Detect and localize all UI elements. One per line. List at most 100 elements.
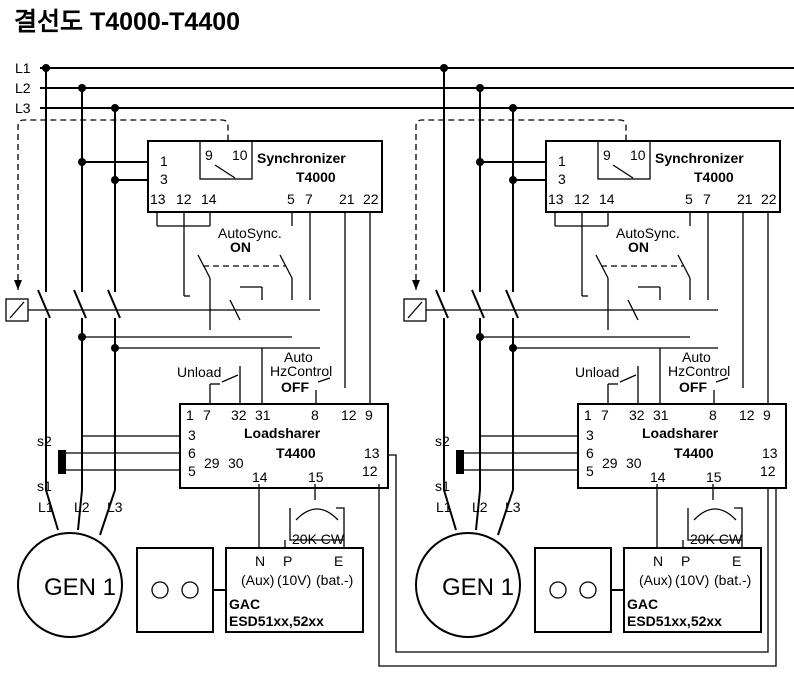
ls-terminal-13: 13	[762, 445, 778, 461]
bus-label-l3: L3	[15, 100, 31, 116]
pot-label: 20K CW	[292, 531, 345, 547]
off-label: OFF	[281, 379, 309, 395]
generator-label: GEN 1	[44, 574, 116, 601]
sync-terminal-7: 7	[305, 191, 313, 207]
gac-terminal-n: N	[255, 553, 265, 569]
synchronizer-name: Synchronizer	[655, 150, 744, 166]
gac-terminal-e: E	[732, 553, 741, 569]
loadsharer-model: T4400	[674, 445, 714, 461]
ls-terminal-31: 31	[255, 407, 271, 423]
synchronizer-box	[147, 140, 383, 213]
sync-terminal-5: 5	[287, 191, 295, 207]
autosync-label: AutoSync.	[616, 225, 680, 241]
ls-terminal-6: 6	[586, 445, 594, 461]
synchronizer-model: T4000	[694, 169, 734, 185]
page-title: 결선도 T4000-T4400	[14, 8, 240, 36]
sync-terminal-21: 21	[737, 191, 753, 207]
sync-terminal-1: 1	[160, 153, 168, 169]
current-transformer	[58, 450, 66, 474]
sync-terminal-5: 5	[685, 191, 693, 207]
sync-terminal-22: 22	[761, 191, 777, 207]
autosync-state: ON	[628, 239, 649, 255]
ls-terminal-8: 8	[709, 407, 717, 423]
ls-terminal-7: 7	[601, 407, 609, 423]
sync-terminal-13: 13	[150, 191, 166, 207]
bus-label-l1: L1	[15, 60, 31, 76]
gen-phase-l2: L2	[472, 499, 488, 515]
ls-terminal-32: 32	[231, 407, 247, 423]
current-transformer	[456, 450, 464, 474]
generator-symbol	[415, 532, 521, 638]
sync-terminal-9: 9	[205, 147, 213, 163]
pot-label: 20K CW	[690, 531, 743, 547]
generator-symbol	[17, 532, 123, 638]
gac-bat-label: (bat.-)	[316, 572, 353, 588]
gac-bat-label: (bat.-)	[714, 572, 751, 588]
sync-terminal-14: 14	[599, 191, 615, 207]
generator-unit-1: 9 10 Synchronizer T4000 1 3 13 12 14 5 7…	[5, 64, 782, 667]
ls-terminal-5: 5	[188, 463, 196, 479]
generator-unit-2: 9 10 Synchronizer T4000 1 3 13 12 14 5 7…	[403, 64, 787, 638]
synchronizer-box	[545, 140, 781, 213]
ls-terminal-6: 6	[188, 445, 196, 461]
sync-terminal-13: 13	[548, 191, 564, 207]
hzcontrol-label: HzControl	[270, 363, 332, 379]
ls-terminal-12: 12	[341, 407, 357, 423]
actuator-box	[136, 547, 214, 633]
ls-terminal-30: 30	[228, 455, 244, 471]
hzcontrol-label: HzControl	[668, 363, 730, 379]
ls-terminal-32: 32	[629, 407, 645, 423]
ls-terminal-12b: 12	[362, 463, 378, 479]
unload-label: Unload	[575, 364, 619, 380]
gac-aux-label: (Aux)	[241, 572, 274, 588]
sync-terminal-22: 22	[363, 191, 379, 207]
gac-aux-label: (Aux)	[639, 572, 672, 588]
ls-terminal-29: 29	[204, 455, 220, 471]
ls-terminal-30: 30	[626, 455, 642, 471]
sync-terminal-12: 12	[574, 191, 590, 207]
ct-label-s1: s1	[435, 478, 450, 494]
gac-controller-box	[225, 547, 364, 633]
off-label: OFF	[679, 379, 707, 395]
ls-terminal-1: 1	[584, 407, 592, 423]
loadsharer-name: Loadsharer	[244, 425, 321, 441]
gen-phase-l2: L2	[74, 499, 90, 515]
sync-terminal-21: 21	[339, 191, 355, 207]
gac-brand: GAC	[229, 596, 260, 612]
sync-terminal-14: 14	[201, 191, 217, 207]
gac-terminal-p: P	[283, 553, 292, 569]
generator-label: GEN 1	[442, 574, 514, 601]
gac-model: ESD51xx,52xx	[627, 613, 722, 629]
gac-controller-box	[623, 547, 762, 633]
ls-terminal-15: 15	[308, 469, 324, 485]
ls-terminal-13: 13	[364, 445, 380, 461]
gac-terminal-p: P	[681, 553, 690, 569]
sync-terminal-7: 7	[703, 191, 711, 207]
ls-terminal-5: 5	[586, 463, 594, 479]
ls-terminal-14: 14	[252, 469, 268, 485]
ls-terminal-31: 31	[653, 407, 669, 423]
bus-label-l2: L2	[15, 80, 31, 96]
ls-terminal-7: 7	[203, 407, 211, 423]
ls-terminal-12b: 12	[760, 463, 776, 479]
bus-bars: L1 L2 L3	[15, 60, 794, 116]
gac-brand: GAC	[627, 596, 658, 612]
gac-10v-label: (10V)	[277, 572, 311, 588]
autosync-state: ON	[230, 239, 251, 255]
ls-terminal-8: 8	[311, 407, 319, 423]
sync-terminal-3: 3	[558, 171, 566, 187]
autosync-label: AutoSync.	[218, 225, 282, 241]
ls-terminal-3: 3	[188, 427, 196, 443]
ct-label-s2: s2	[37, 433, 52, 449]
ls-terminal-3: 3	[586, 427, 594, 443]
ls-terminal-29: 29	[602, 455, 618, 471]
sync-terminal-1: 1	[558, 153, 566, 169]
ls-terminal-9: 9	[763, 407, 771, 423]
ls-terminal-9: 9	[365, 407, 373, 423]
sync-terminal-10: 10	[232, 147, 248, 163]
synchronizer-name: Synchronizer	[257, 150, 346, 166]
gac-model: ESD51xx,52xx	[229, 613, 324, 629]
gac-terminal-n: N	[653, 553, 663, 569]
loadsharer-name: Loadsharer	[642, 425, 719, 441]
gac-terminal-e: E	[334, 553, 343, 569]
